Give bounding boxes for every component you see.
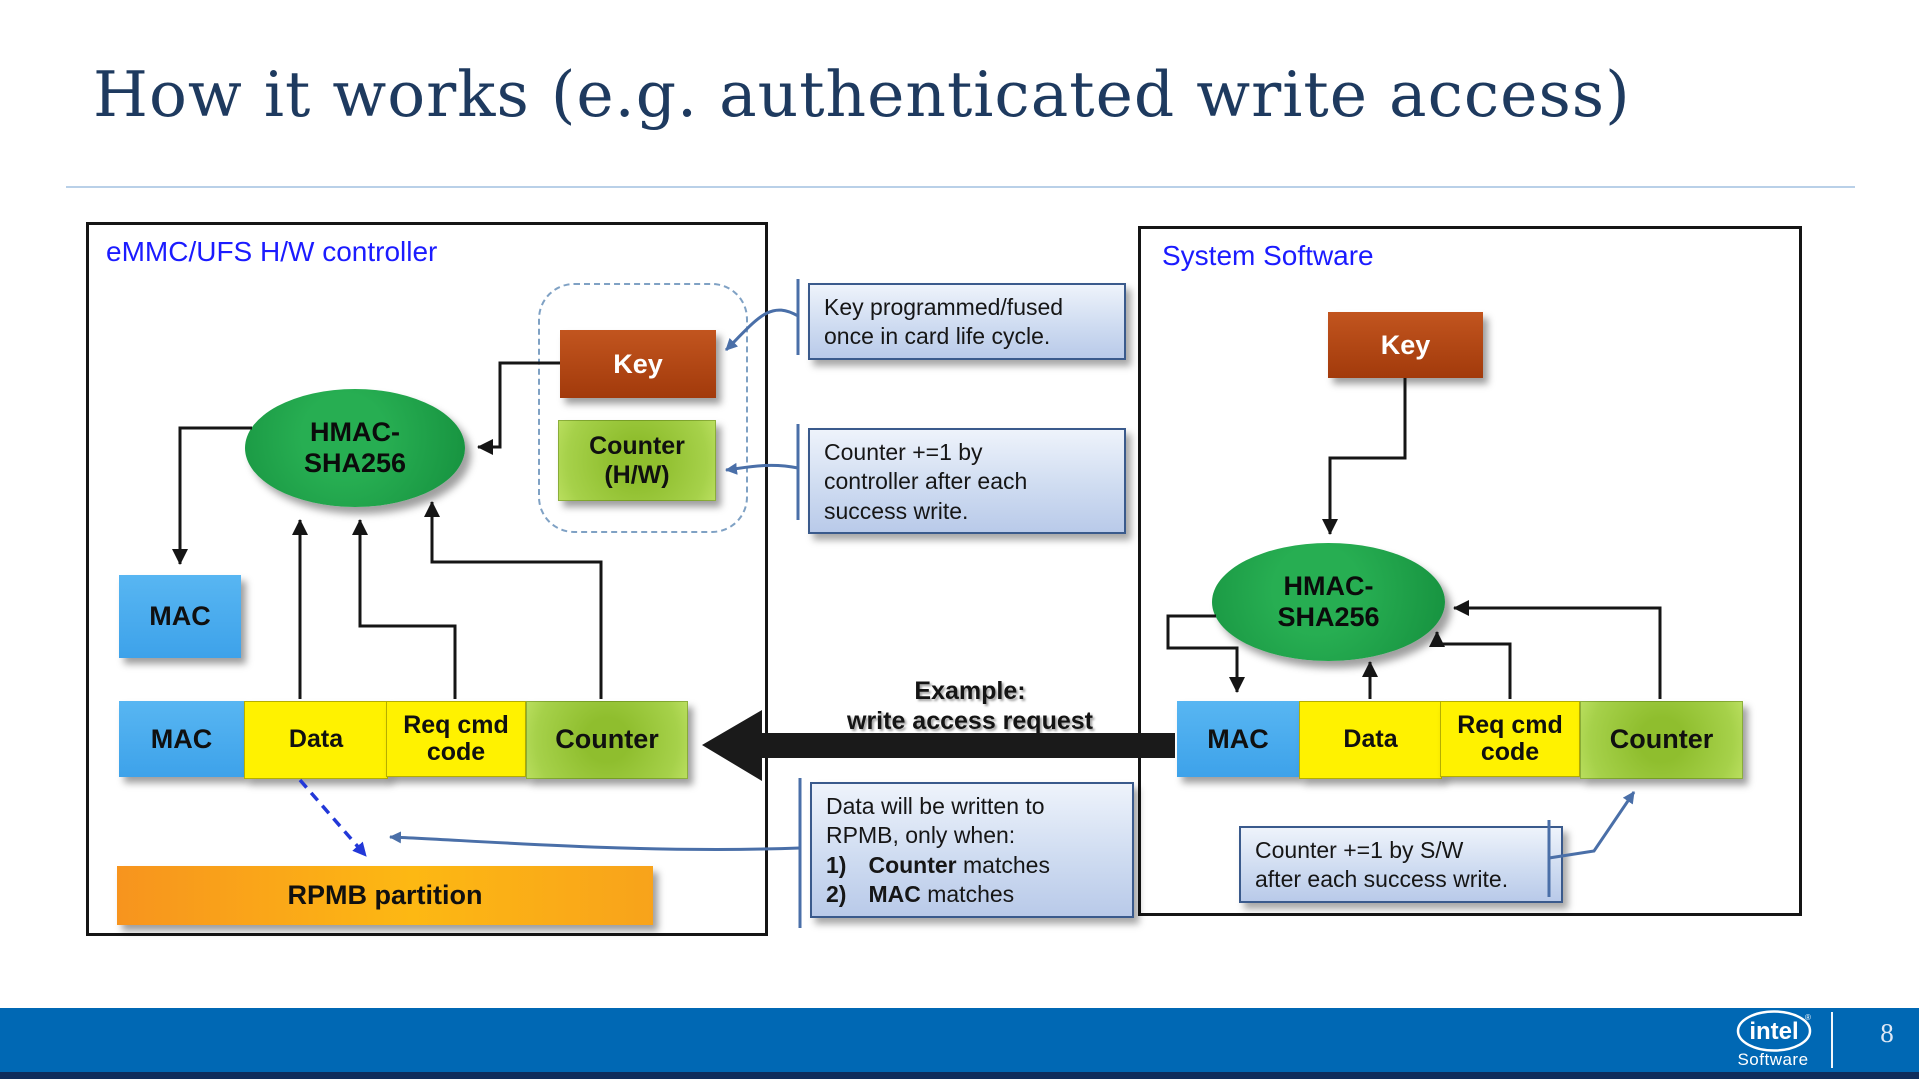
key-callout-line2: once in card life cycle. (824, 323, 1051, 350)
counter-to-hmac-connector (424, 501, 603, 699)
footer-bar (0, 1008, 1919, 1072)
item2-keyword: MAC (868, 881, 921, 908)
counter-hw-callout: Counter +=1 by controller after each suc… (808, 428, 1126, 535)
write-access-request-line: write access request (847, 707, 1093, 735)
left-row-data-box: Data (244, 701, 388, 779)
data-to-rpmb-dashed-arrow (298, 778, 368, 858)
counter-to-hmac-connector-right (1453, 600, 1662, 699)
data-write-line1: Data will be written to (826, 793, 1045, 819)
counter-hw-callout-line2: controller after each (824, 468, 1028, 495)
intel-logo: intel ® (1736, 1010, 1812, 1052)
counter-hw-line2: (H/W) (604, 460, 670, 489)
footer-accent-strip (0, 1072, 1919, 1079)
emmc-controller-panel-title: eMMC/UFS H/W controller (106, 236, 438, 267)
right-key-box: Key (1328, 312, 1483, 378)
counter-hw-callout-arrow (725, 462, 799, 475)
left-hmac-sha256-ellipse: HMAC- SHA256 (245, 389, 465, 507)
intel-software-label: Software (1737, 1050, 1809, 1069)
counter-sw-callout-arrow (1548, 791, 1636, 860)
item1-number: 1) (826, 851, 847, 878)
data-write-line2: RPMB, only when: (826, 822, 1016, 849)
slide-title: How it works (e.g. authenticated write a… (93, 58, 1631, 131)
counter-hw-callout-line1: Counter +=1 by (824, 439, 983, 465)
data-write-item1: 1) Counter matches (826, 851, 1122, 880)
system-software-panel-title: System Software (1162, 240, 1374, 271)
data-write-callout: Data will be written to RPMB, only when:… (810, 782, 1134, 918)
left-panel-connectors (172, 361, 603, 699)
example-line: Example: (914, 677, 1026, 705)
left-row-reqcmd-box: Req cmd code (386, 701, 526, 777)
counter-hw-line1: Counter (589, 431, 685, 460)
key-callout-line1: Key programmed/fused (824, 294, 1064, 320)
right-panel-connectors (1166, 378, 1662, 699)
data-write-item2: 2) MAC matches (826, 880, 1122, 909)
write-access-request-label: Example: write access request (800, 676, 1140, 736)
right-hmac-sha256-ellipse: HMAC- SHA256 (1212, 543, 1445, 661)
left-row-mac-box: MAC (119, 701, 244, 777)
item2-rest: matches (920, 881, 1015, 908)
rpmb-partition-box: RPMB partition (117, 866, 653, 925)
right-hmac-label: HMAC- SHA256 (1277, 571, 1379, 633)
left-mac-output-box: MAC (119, 575, 241, 658)
counter-sw-line1: Counter +=1 by S/W (1255, 837, 1464, 863)
left-hmac-label: HMAC- SHA256 (304, 417, 406, 479)
key-to-hmac-connector (477, 361, 560, 455)
data-write-callout-arrow (389, 831, 801, 851)
reqcmd-to-hmac-connector-right (1429, 631, 1512, 699)
hmac-line1: HMAC- (1283, 570, 1374, 601)
left-row-counter-box: Counter (526, 701, 688, 779)
footer-divider (1831, 1012, 1833, 1068)
hmac-line2: SHA256 (303, 448, 407, 478)
counter-sw-line2: after each success write. (1255, 866, 1509, 893)
item1-rest: matches (956, 851, 1050, 878)
key-callout: Key programmed/fused once in card life c… (808, 283, 1126, 360)
right-row-reqcmd-box: Req cmd code (1440, 701, 1580, 777)
intel-logo-text: intel (1749, 1018, 1798, 1045)
counter-hw-callout-line3: success write. (824, 497, 969, 524)
title-divider (66, 186, 1855, 188)
key-callout-arrow (724, 308, 799, 352)
counter-sw-callout: Counter +=1 by S/W after each success wr… (1239, 826, 1563, 903)
item2-number: 2) (826, 881, 847, 908)
page-number: 8 (1880, 1018, 1894, 1048)
write-access-request-arrow (702, 710, 1175, 781)
right-row-counter-box: Counter (1580, 701, 1743, 779)
hmac-to-mac-connector-right (1166, 614, 1245, 693)
reqcmd-to-hmac-connector (352, 519, 457, 699)
left-counter-hw-box: Counter (H/W) (558, 420, 716, 501)
hw-secure-zone-dashed-outline (538, 283, 748, 533)
item1-keyword: Counter (868, 851, 957, 878)
right-row-data-box: Data (1299, 701, 1442, 779)
hmac-line1: HMAC- (310, 416, 400, 447)
left-counter-hw-label: Counter (H/W) (589, 432, 685, 490)
left-key-box: Key (560, 330, 716, 398)
right-row-mac-box: MAC (1177, 701, 1299, 777)
hmac-to-mac-connector (172, 426, 252, 565)
hmac-line2: SHA256 (1277, 602, 1380, 632)
key-to-hmac-connector-right (1322, 378, 1407, 535)
intel-logo-registered-mark: ® (1805, 1013, 1811, 1022)
callout-pointers (389, 279, 1636, 928)
intel-logo-icon: intel ® (1736, 1010, 1812, 1052)
